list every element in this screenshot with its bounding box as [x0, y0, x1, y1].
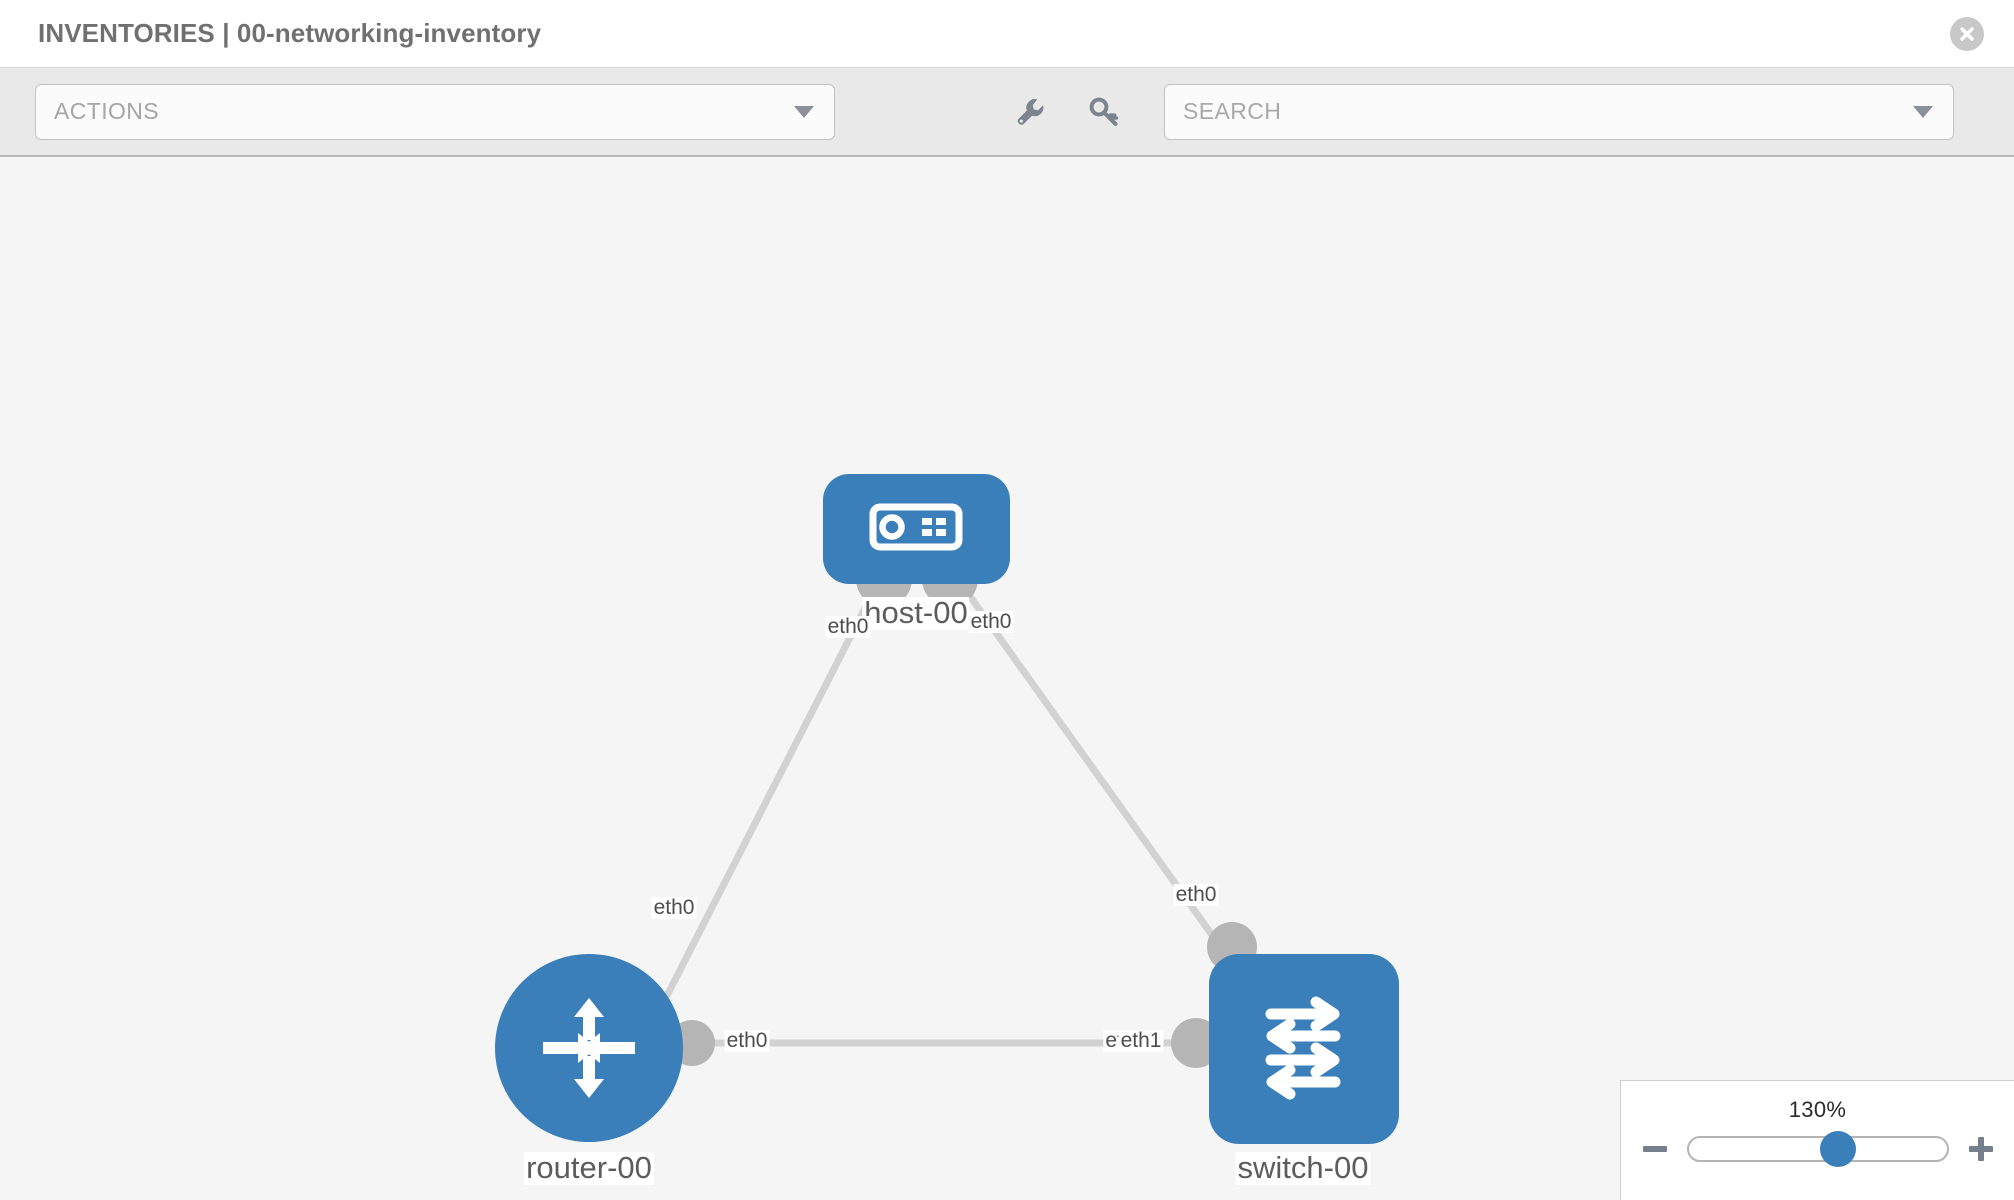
iface-label-router-eth0-east: eth0: [724, 1028, 770, 1053]
zoom-slider-thumb[interactable]: [1820, 1131, 1857, 1167]
endpoint-switch-west[interactable]: [1171, 1018, 1221, 1068]
search-input[interactable]: SEARCH: [1164, 83, 1954, 140]
key-button[interactable]: [1084, 92, 1124, 132]
topology-canvas[interactable]: host-00 router-00 switch-00 eth0 eth0 et…: [0, 157, 2014, 1200]
key-icon: [1089, 97, 1119, 126]
iface-label-switch-eth0-up: eth0: [1173, 882, 1219, 907]
close-icon: [1960, 26, 1974, 41]
page-header: INVENTORIES | 00-networking-inventory: [0, 0, 2014, 68]
iface-label-host-eth0-right: eth0: [968, 609, 1014, 634]
iface-label-host-eth0-left: eth0: [825, 614, 871, 639]
link-host-router[interactable]: [651, 569, 888, 1021]
iface-label-switch-eth1: eth1: [1118, 1028, 1164, 1053]
toolbar-icon-group: [1010, 92, 1124, 132]
topology-graph: [495, 474, 1399, 1144]
close-button[interactable]: [1950, 16, 1984, 51]
wrench-icon: [1017, 98, 1044, 125]
topology-links: [651, 568, 1235, 1047]
zoom-in-button[interactable]: [1967, 1135, 1995, 1163]
node-label-host-00: host-00: [862, 595, 970, 630]
actions-dropdown-label: ACTIONS: [54, 98, 160, 124]
zoom-level-value: 130%: [1788, 1097, 1847, 1122]
zoom-slider-track[interactable]: [1686, 1131, 1949, 1167]
node-host-00[interactable]: [823, 474, 1010, 584]
node-label-router-00: router-00: [524, 1150, 654, 1185]
chevron-down-icon: [794, 105, 814, 118]
node-switch-00[interactable]: [1209, 954, 1399, 1144]
toolbar: ACTIONS SEARCH: [0, 68, 2014, 157]
zoom-out-button[interactable]: [1641, 1135, 1669, 1163]
zoom-control-panel: 130%: [1620, 1080, 2014, 1200]
wrench-button[interactable]: [1010, 92, 1050, 132]
page-title: INVENTORIES | 00-networking-inventory: [38, 18, 542, 48]
search-placeholder: SEARCH: [1183, 98, 1282, 124]
iface-label-router-eth0-up: eth0: [651, 895, 697, 920]
zoom-slider-row: [1621, 1131, 2014, 1167]
search-chevron-down-icon[interactable]: [1913, 105, 1933, 118]
node-router-00[interactable]: [495, 954, 683, 1142]
actions-dropdown[interactable]: ACTIONS: [35, 83, 835, 140]
node-label-switch-00: switch-00: [1235, 1150, 1371, 1185]
